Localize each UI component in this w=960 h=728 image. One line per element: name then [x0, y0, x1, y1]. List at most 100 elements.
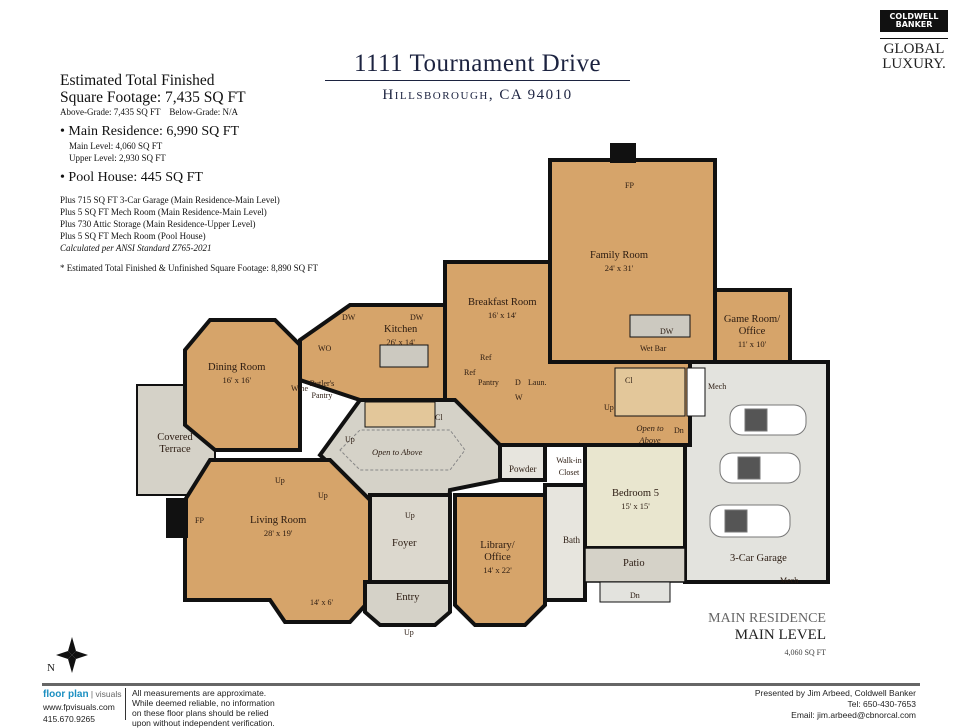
summary-title: Estimated Total Finished [60, 72, 215, 89]
note: Plus 715 SQ FT 3-Car Garage (Main Reside… [60, 195, 280, 205]
room-label-terrace: Covered Terrace [157, 432, 193, 455]
wo-label: WO [318, 344, 332, 353]
phone-number: 415.670.9265 [43, 714, 95, 724]
footer-divider [42, 683, 920, 686]
alcove-dims: 14' x 6' [310, 598, 333, 607]
room-label-patio: Patio [623, 558, 645, 569]
dn-label: Dn [674, 426, 684, 435]
up-label: Up [405, 511, 415, 520]
game-room-floor [713, 288, 792, 364]
patio-steps [599, 581, 671, 603]
total-unfinished-area: * Estimated Total Finished & Unfinished … [60, 263, 318, 273]
fp-label: FP [195, 516, 204, 525]
room-label-bath: Bath [563, 535, 580, 545]
fireplace-family [610, 143, 636, 163]
room-name: Kitchen [384, 324, 418, 335]
ref-label: Ref [464, 368, 476, 377]
mech-units [686, 367, 706, 417]
entry-floor [363, 580, 452, 627]
level-label: MAIN RESIDENCE MAIN LEVEL 4,060 SQ FT [690, 611, 826, 657]
fp-label: FP [625, 181, 634, 190]
closet-label: Cl [625, 376, 633, 385]
room-name: Living Room [250, 515, 307, 526]
butlers-pantry-label: Butler's Pantry [309, 379, 335, 400]
cars [709, 404, 807, 538]
room-dims: 15' x 15' [621, 501, 650, 511]
dining-room-floor [183, 318, 302, 452]
disclaimer: All measurements are approximate. While … [132, 688, 275, 728]
pool-house-area: • Pool House: 445 SQ FT [60, 170, 203, 185]
car [729, 404, 807, 436]
up-label: Up [275, 476, 285, 485]
logo-text: COLDWELL [889, 12, 939, 21]
room-dims: 14' x 22' [483, 565, 512, 575]
pantry-label: Pantry [478, 378, 499, 387]
agent-phone: Tel: 650-430-7653 [847, 699, 916, 709]
mech-label: Mech [780, 576, 799, 585]
powder-floor [498, 443, 547, 482]
room-label-foyer: Foyer [392, 538, 417, 549]
dn-label: Dn [630, 591, 640, 600]
property-address: 1111 Tournament Drive [325, 50, 630, 81]
living-room-floor [183, 458, 372, 624]
note: Plus 5 SQ FT Mech Room (Main Residence-M… [60, 207, 267, 217]
square-footage-summary: Estimated Total Finished Square Footage:… [60, 72, 318, 274]
website-link[interactable]: www.fpvisuals.com [43, 702, 115, 712]
room-dims: 11' x 10' [737, 339, 767, 349]
room-label-game-room: Game Room/ Office 11' x 10' [722, 314, 782, 350]
room-label-entry: Entry [396, 592, 420, 603]
disclaimer-line: All measurements are approximate. [132, 688, 267, 698]
staircase [364, 401, 436, 428]
room-name: Family Room [590, 250, 649, 261]
room-dims: 28' x 19' [263, 528, 293, 538]
patio-floor [584, 547, 686, 583]
room-label-bedroom: Bedroom 5 15' x 15' [612, 488, 659, 512]
room-dims: 24' x 31' [604, 263, 634, 273]
ref-label: Ref [480, 353, 492, 362]
room-dims: 16' x 14' [487, 310, 517, 320]
room-name: Library/ Office [480, 540, 515, 563]
up-label: Up [345, 435, 355, 444]
dw-label: DW [410, 313, 424, 322]
kitchen-island [379, 344, 429, 368]
room-label-living: Living Room 28' x 19' [250, 515, 306, 539]
room-dims: 16' x 16' [222, 375, 252, 385]
washer-label: W [515, 393, 523, 402]
footer-brand: floor plan | visuals www.fpvisuals.com 4… [43, 689, 122, 724]
dw-label: DW [660, 327, 674, 336]
footer-separator [125, 688, 126, 720]
brand-name: floor plan [43, 689, 89, 700]
note: Plus 5 SQ FT Mech Room (Pool House) [60, 231, 206, 241]
compass-rose-icon [56, 637, 88, 673]
grade-info: Above-Grade: 7,435 SQ FT Below-Grade: N/… [60, 107, 239, 117]
note: Plus 730 Attic Storage (Main Residence-U… [60, 219, 256, 229]
laundry-label: Laun. [528, 378, 547, 387]
staircase-right [614, 367, 686, 417]
car [709, 504, 791, 538]
room-dims: 26' x 14' [386, 337, 415, 347]
room-name: Game Room/ Office [723, 314, 781, 337]
open-to-above-label: Open to Above [372, 447, 423, 457]
ansi-standard: Calculated per ANSI Standard Z765-2021 [60, 243, 212, 253]
bath-floor [543, 483, 587, 602]
upper-level-area: Upper Level: 2,930 SQ FT [69, 153, 166, 163]
disclaimer-line: While deemed reliable, no information [132, 698, 275, 708]
level-area: 4,060 SQ FT [784, 648, 826, 657]
room-label-library: Library/ Office 14' x 22' [470, 540, 525, 576]
room-label-garage: 3-Car Garage [730, 553, 787, 564]
north-label: N [47, 662, 55, 674]
main-level-area: Main Level: 4,060 SQ FT [69, 141, 163, 151]
room-name: Breakfast Room [468, 297, 537, 308]
closet-label: Cl [435, 413, 443, 422]
fireplace-living [166, 498, 188, 538]
brand-name: visuals [95, 689, 122, 699]
room-name: Bedroom 5 [612, 488, 659, 499]
agent-email[interactable]: Email: jim.arbeed@cbnorcal.com [791, 710, 916, 720]
wet-bar-counter [629, 314, 691, 338]
logo-text: LUXURY. [882, 56, 946, 72]
logo-text: GLOBAL [883, 41, 945, 57]
property-city: Hillsborough, CA 94010 [382, 87, 573, 103]
